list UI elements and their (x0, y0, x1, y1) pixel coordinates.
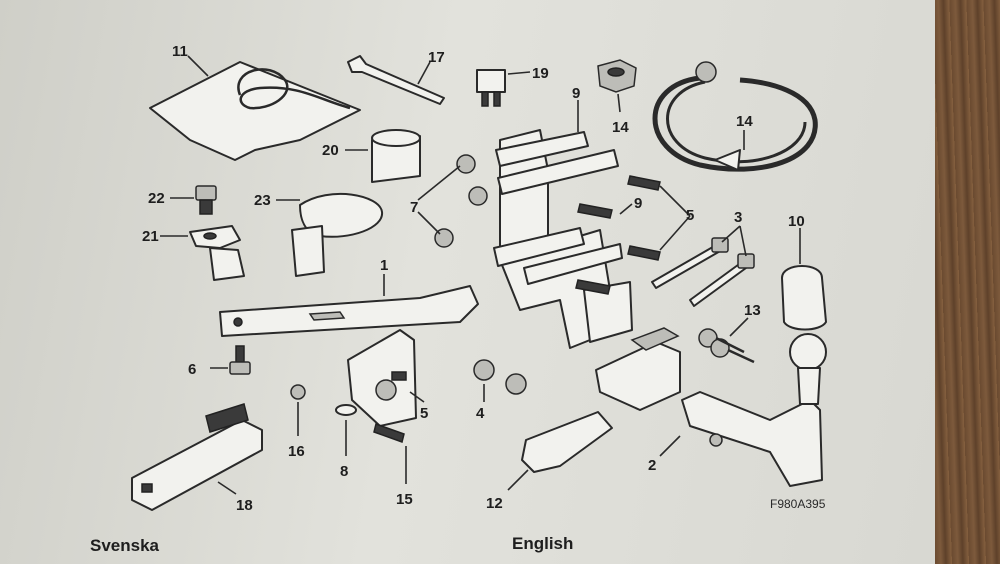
figure-code: F980A395 (770, 497, 826, 511)
part-nuts-4 (473, 359, 527, 395)
part-receiver-tube-18 (131, 403, 263, 511)
part-long-bolts-3 (651, 237, 755, 307)
callout-6: 6 (188, 361, 196, 378)
callout-16: 16 (288, 443, 305, 460)
callout-11: 11 (172, 43, 188, 60)
part-fuse-19 (476, 69, 506, 107)
part-nuts-7 (434, 154, 488, 248)
part-nut-16 (290, 384, 306, 400)
callout-10: 10 (788, 213, 805, 230)
part-keys-13 (698, 328, 755, 364)
part-bracket-21 (189, 225, 245, 281)
part-shield-12 (521, 411, 613, 473)
part-bolts-5 (575, 175, 661, 295)
part-receiver-block (595, 327, 681, 411)
callout-21: 21 (142, 228, 159, 245)
callout-5-bottom: 5 (420, 405, 428, 422)
callout-2: 2 (648, 457, 656, 474)
part-screw-15 (373, 423, 405, 443)
callout-14-cap: 14 (612, 119, 629, 136)
callout-12: 12 (486, 495, 503, 512)
callout-18: 18 (236, 497, 253, 514)
part-sleeve-20 (371, 129, 421, 183)
callout-7: 7 (410, 199, 418, 216)
part-bag-11 (149, 61, 361, 161)
callout-9-mid: 9 (634, 195, 642, 212)
callout-4: 4 (476, 405, 485, 422)
callout-3: 3 (734, 209, 742, 226)
callout-13: 13 (744, 302, 761, 319)
callout-numbers: 11 17 19 9 14 14 20 7 22 23 21 9 5 3 10 … (142, 43, 805, 514)
leader-lines (160, 55, 801, 495)
language-label-english: English (512, 534, 574, 553)
part-washer-8 (335, 404, 357, 416)
part-bolt-22 (195, 185, 217, 215)
callout-8: 8 (340, 463, 348, 480)
callout-9-top: 9 (572, 85, 580, 102)
callout-5-right: 5 (686, 207, 694, 224)
part-towbar-2 (681, 333, 827, 487)
part-cover-10 (781, 265, 827, 331)
wooden-table-background (935, 0, 1000, 564)
callout-20: 20 (322, 142, 339, 159)
language-label-svenska: Svenska (90, 536, 159, 555)
part-wiring-harness-14 (652, 61, 818, 172)
exploded-parts-diagram: 11 17 19 9 14 14 20 7 22 23 21 9 5 3 10 … (131, 43, 827, 514)
callout-23: 23 (254, 192, 271, 209)
callout-17: 17 (428, 49, 445, 66)
part-socket-plate-5 (347, 329, 417, 427)
callout-14-harness: 14 (736, 113, 753, 130)
part-cap-14 (597, 59, 637, 93)
callout-22: 22 (148, 190, 165, 207)
part-crossmember-1 (219, 285, 479, 337)
callout-1: 1 (380, 257, 388, 274)
part-plates-9 (493, 131, 623, 285)
part-cable-tie-17 (347, 55, 445, 105)
part-bolt-6 (229, 345, 251, 375)
callout-19: 19 (532, 65, 549, 82)
part-strap-23 (291, 192, 384, 277)
callout-15: 15 (396, 491, 413, 508)
